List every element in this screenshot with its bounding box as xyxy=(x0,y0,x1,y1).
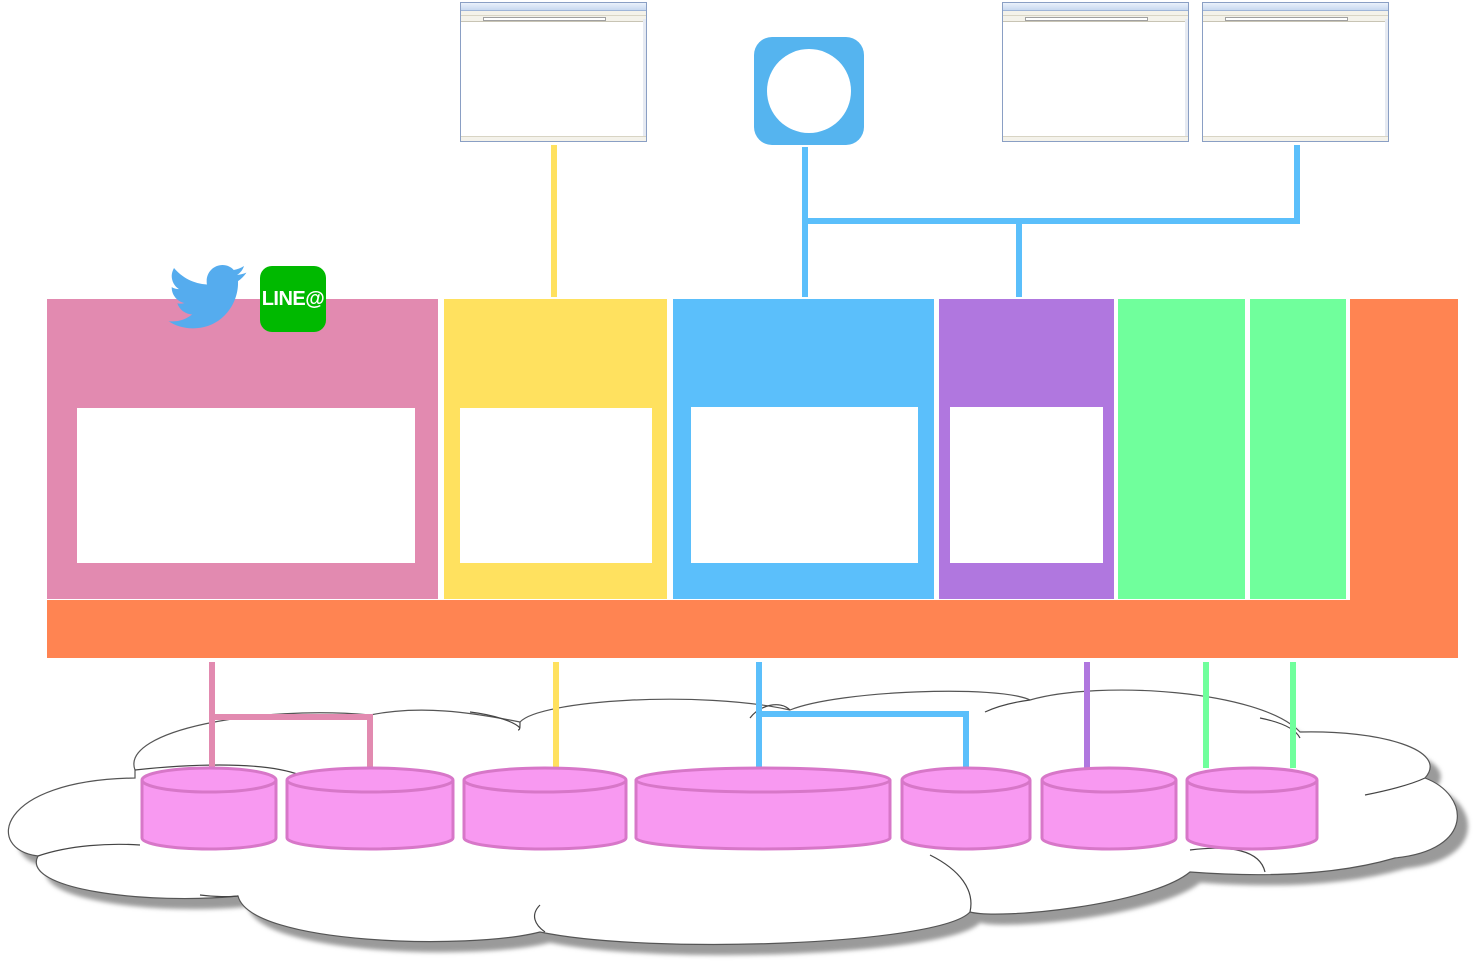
database-cylinder-icon xyxy=(462,766,628,851)
database-cylinder-icon xyxy=(140,766,278,851)
pink-block xyxy=(47,299,438,599)
orange-side-block xyxy=(1350,299,1458,658)
database-cylinder-icon xyxy=(285,766,455,851)
browser-window-icon xyxy=(1002,2,1189,142)
orange-base-block xyxy=(47,600,1458,658)
green-block-1 xyxy=(1118,299,1245,599)
pink-content-panel xyxy=(77,408,415,563)
yellow-block xyxy=(444,299,667,599)
browser-window-icon xyxy=(1202,2,1389,142)
yellow-content-panel xyxy=(460,408,652,563)
twitter-bird-icon xyxy=(168,265,247,329)
database-cylinder-icon xyxy=(1040,766,1178,851)
line-at-icon: LINE@ xyxy=(260,266,326,332)
database-cylinder-icon xyxy=(634,766,892,851)
purple-content-panel xyxy=(950,407,1103,563)
blue-content-panel xyxy=(691,407,918,563)
app-circle-icon xyxy=(754,37,864,145)
line-at-label: LINE@ xyxy=(261,287,325,310)
blue-block xyxy=(673,299,934,599)
browser-window-icon xyxy=(460,2,647,142)
purple-block xyxy=(939,299,1114,599)
green-block-2 xyxy=(1250,299,1346,599)
database-cylinder-icon xyxy=(1185,766,1319,851)
database-cylinder-icon xyxy=(900,766,1032,851)
